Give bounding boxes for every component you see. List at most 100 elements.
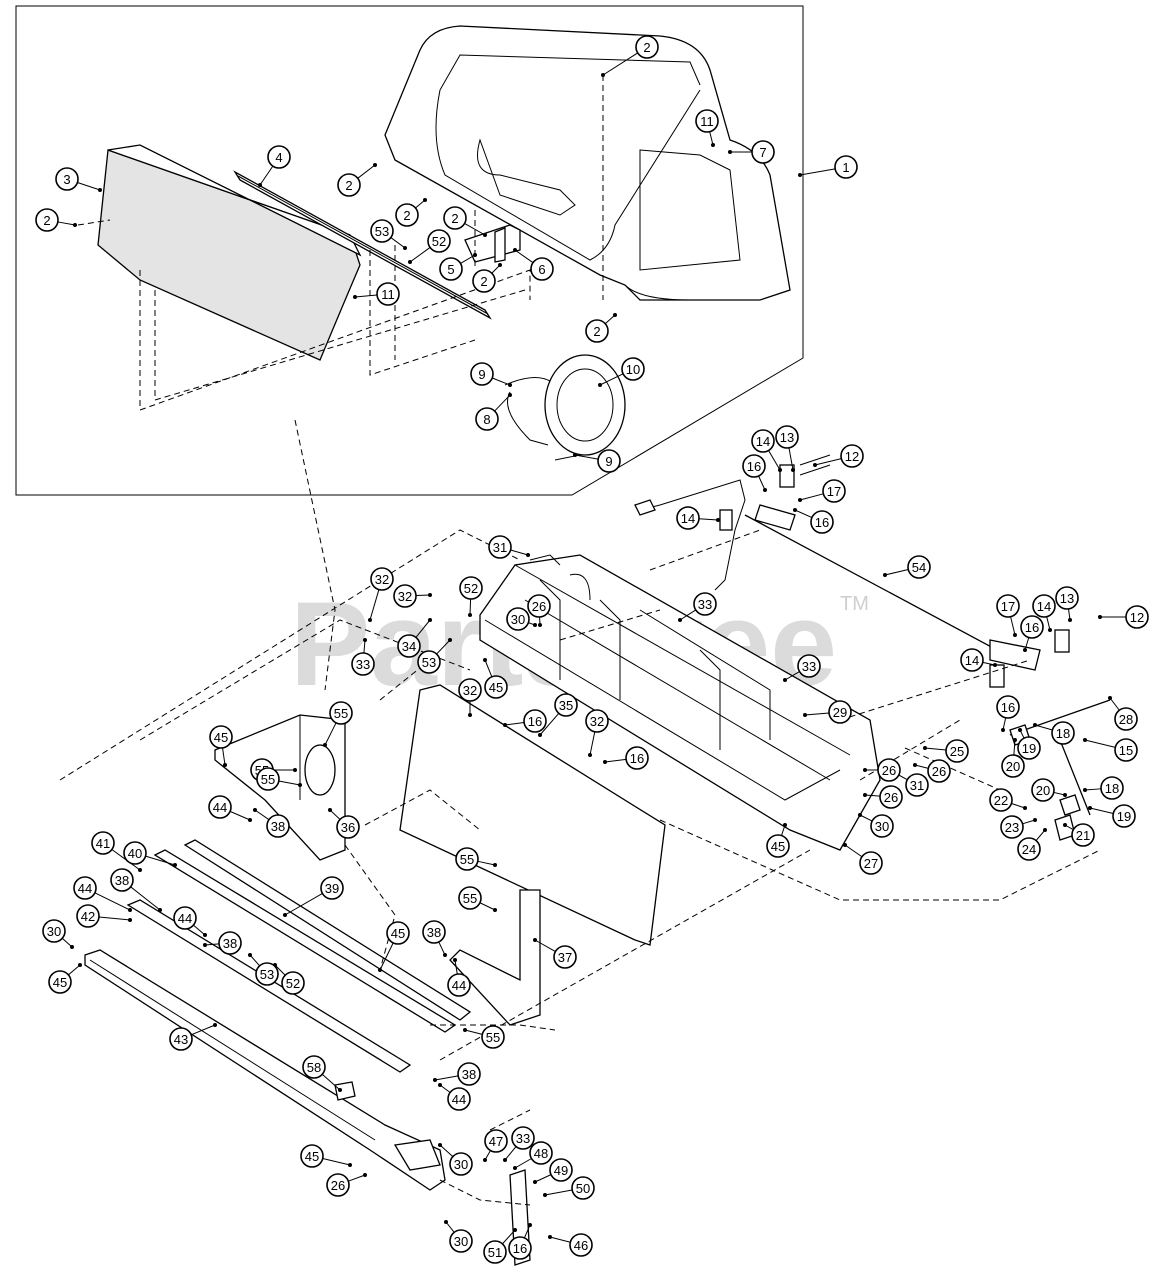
leader-line	[204, 943, 220, 946]
callout-50: 50	[571, 1176, 595, 1200]
callout-8: 8	[475, 407, 499, 431]
leader-line	[379, 942, 394, 971]
callout-number: 1	[842, 160, 849, 175]
leader-line	[758, 475, 766, 491]
callout-36: 36	[336, 815, 360, 839]
leader-line	[859, 814, 873, 822]
callout-circle	[766, 834, 790, 858]
callout-number: 52	[286, 976, 300, 991]
leader-dot	[468, 713, 472, 717]
leader-line	[914, 764, 929, 769]
callout-circle	[571, 1176, 595, 1200]
leader-dot	[248, 953, 252, 957]
callout-circle	[397, 634, 421, 658]
leader-dot	[203, 933, 207, 937]
leader-line	[1022, 819, 1036, 825]
callout-circle	[300, 1144, 324, 1168]
callout-circle	[1114, 707, 1138, 731]
callout-number: 2	[43, 213, 50, 228]
callout-number: 12	[845, 449, 859, 464]
leader-dot	[353, 295, 357, 299]
leader-line	[190, 1024, 216, 1036]
callout-circle	[488, 535, 512, 559]
callout-circle	[597, 449, 621, 473]
callout-44: 44	[208, 795, 232, 819]
callout-circle	[302, 1055, 326, 1079]
callout-24: 24	[1017, 837, 1041, 861]
callout-number: 29	[833, 705, 847, 720]
callout-number: 28	[1119, 712, 1133, 727]
leader-dot	[348, 1163, 352, 1167]
callout-number: 44	[213, 800, 227, 815]
leader-dot	[843, 843, 847, 847]
callout-17: 17	[996, 594, 1020, 618]
leader-dot	[444, 1220, 448, 1224]
callout-number: 50	[576, 1181, 590, 1196]
leader-line	[460, 254, 476, 264]
callout-number: 19	[1022, 741, 1036, 756]
leader-dot	[493, 863, 497, 867]
leader-dot	[403, 246, 407, 250]
leader-line	[229, 810, 251, 821]
leader-line	[1002, 717, 1007, 731]
callout-circle	[569, 1233, 593, 1257]
callout-circle	[1071, 823, 1095, 847]
axle-shaft	[719, 464, 1070, 688]
leader-dot	[711, 143, 715, 147]
leader-dot	[323, 743, 327, 747]
leader-dot	[533, 1180, 537, 1184]
callout-number: 39	[325, 881, 339, 896]
callout-circle	[828, 700, 852, 724]
leader-line	[439, 1144, 454, 1157]
callout-number: 54	[912, 560, 926, 575]
leader-line	[604, 314, 616, 325]
leader-dot	[483, 658, 487, 662]
callout-16: 16	[625, 746, 649, 770]
leader-dot	[253, 808, 257, 812]
leader-dot	[468, 613, 472, 617]
callout-circle	[775, 425, 799, 449]
callout-44: 44	[173, 906, 197, 930]
leader-line	[804, 712, 830, 716]
callout-number: 37	[558, 950, 572, 965]
callout-number: 12	[1130, 610, 1144, 625]
callout-40: 40	[123, 841, 147, 865]
callout-circle	[326, 1173, 350, 1197]
callout-14: 14	[676, 506, 700, 530]
leader-line	[464, 1029, 483, 1035]
callout-46: 46	[569, 1233, 593, 1257]
leader-dot	[778, 468, 782, 472]
callout-circle	[443, 206, 467, 230]
callout-26: 26	[326, 1173, 350, 1197]
callout-16: 16	[810, 510, 834, 534]
callout-circle	[255, 962, 279, 986]
callout-number: 40	[128, 846, 142, 861]
callout-circle	[1031, 778, 1055, 802]
callout-circle	[475, 407, 499, 431]
leader-dot	[1088, 806, 1092, 810]
leader-dot	[1018, 728, 1022, 732]
leader-line	[415, 199, 426, 209]
callout-circle	[351, 652, 375, 676]
leader-line	[549, 1236, 571, 1243]
callout-33: 33	[797, 654, 821, 678]
callout-39: 39	[320, 876, 344, 900]
leader-line	[534, 1174, 552, 1183]
leader-dot	[513, 1166, 517, 1170]
callout-circle	[996, 594, 1020, 618]
leader-line	[484, 659, 493, 678]
callout-number: 19	[1117, 809, 1131, 824]
callout-number: 5	[447, 262, 454, 277]
callout-number: 45	[214, 730, 228, 745]
callout-number: 45	[771, 839, 785, 854]
leader-dot	[508, 383, 512, 387]
projection-lines-upper	[77, 75, 604, 411]
leader-line	[479, 902, 496, 911]
callout-13: 13	[1055, 586, 1079, 610]
callout-55: 55	[256, 767, 280, 791]
callout-3: 3	[55, 167, 79, 191]
leader-line	[604, 758, 627, 763]
callout-number: 13	[1060, 591, 1074, 606]
callout-58: 58	[302, 1055, 326, 1079]
leader-dot	[798, 498, 802, 502]
